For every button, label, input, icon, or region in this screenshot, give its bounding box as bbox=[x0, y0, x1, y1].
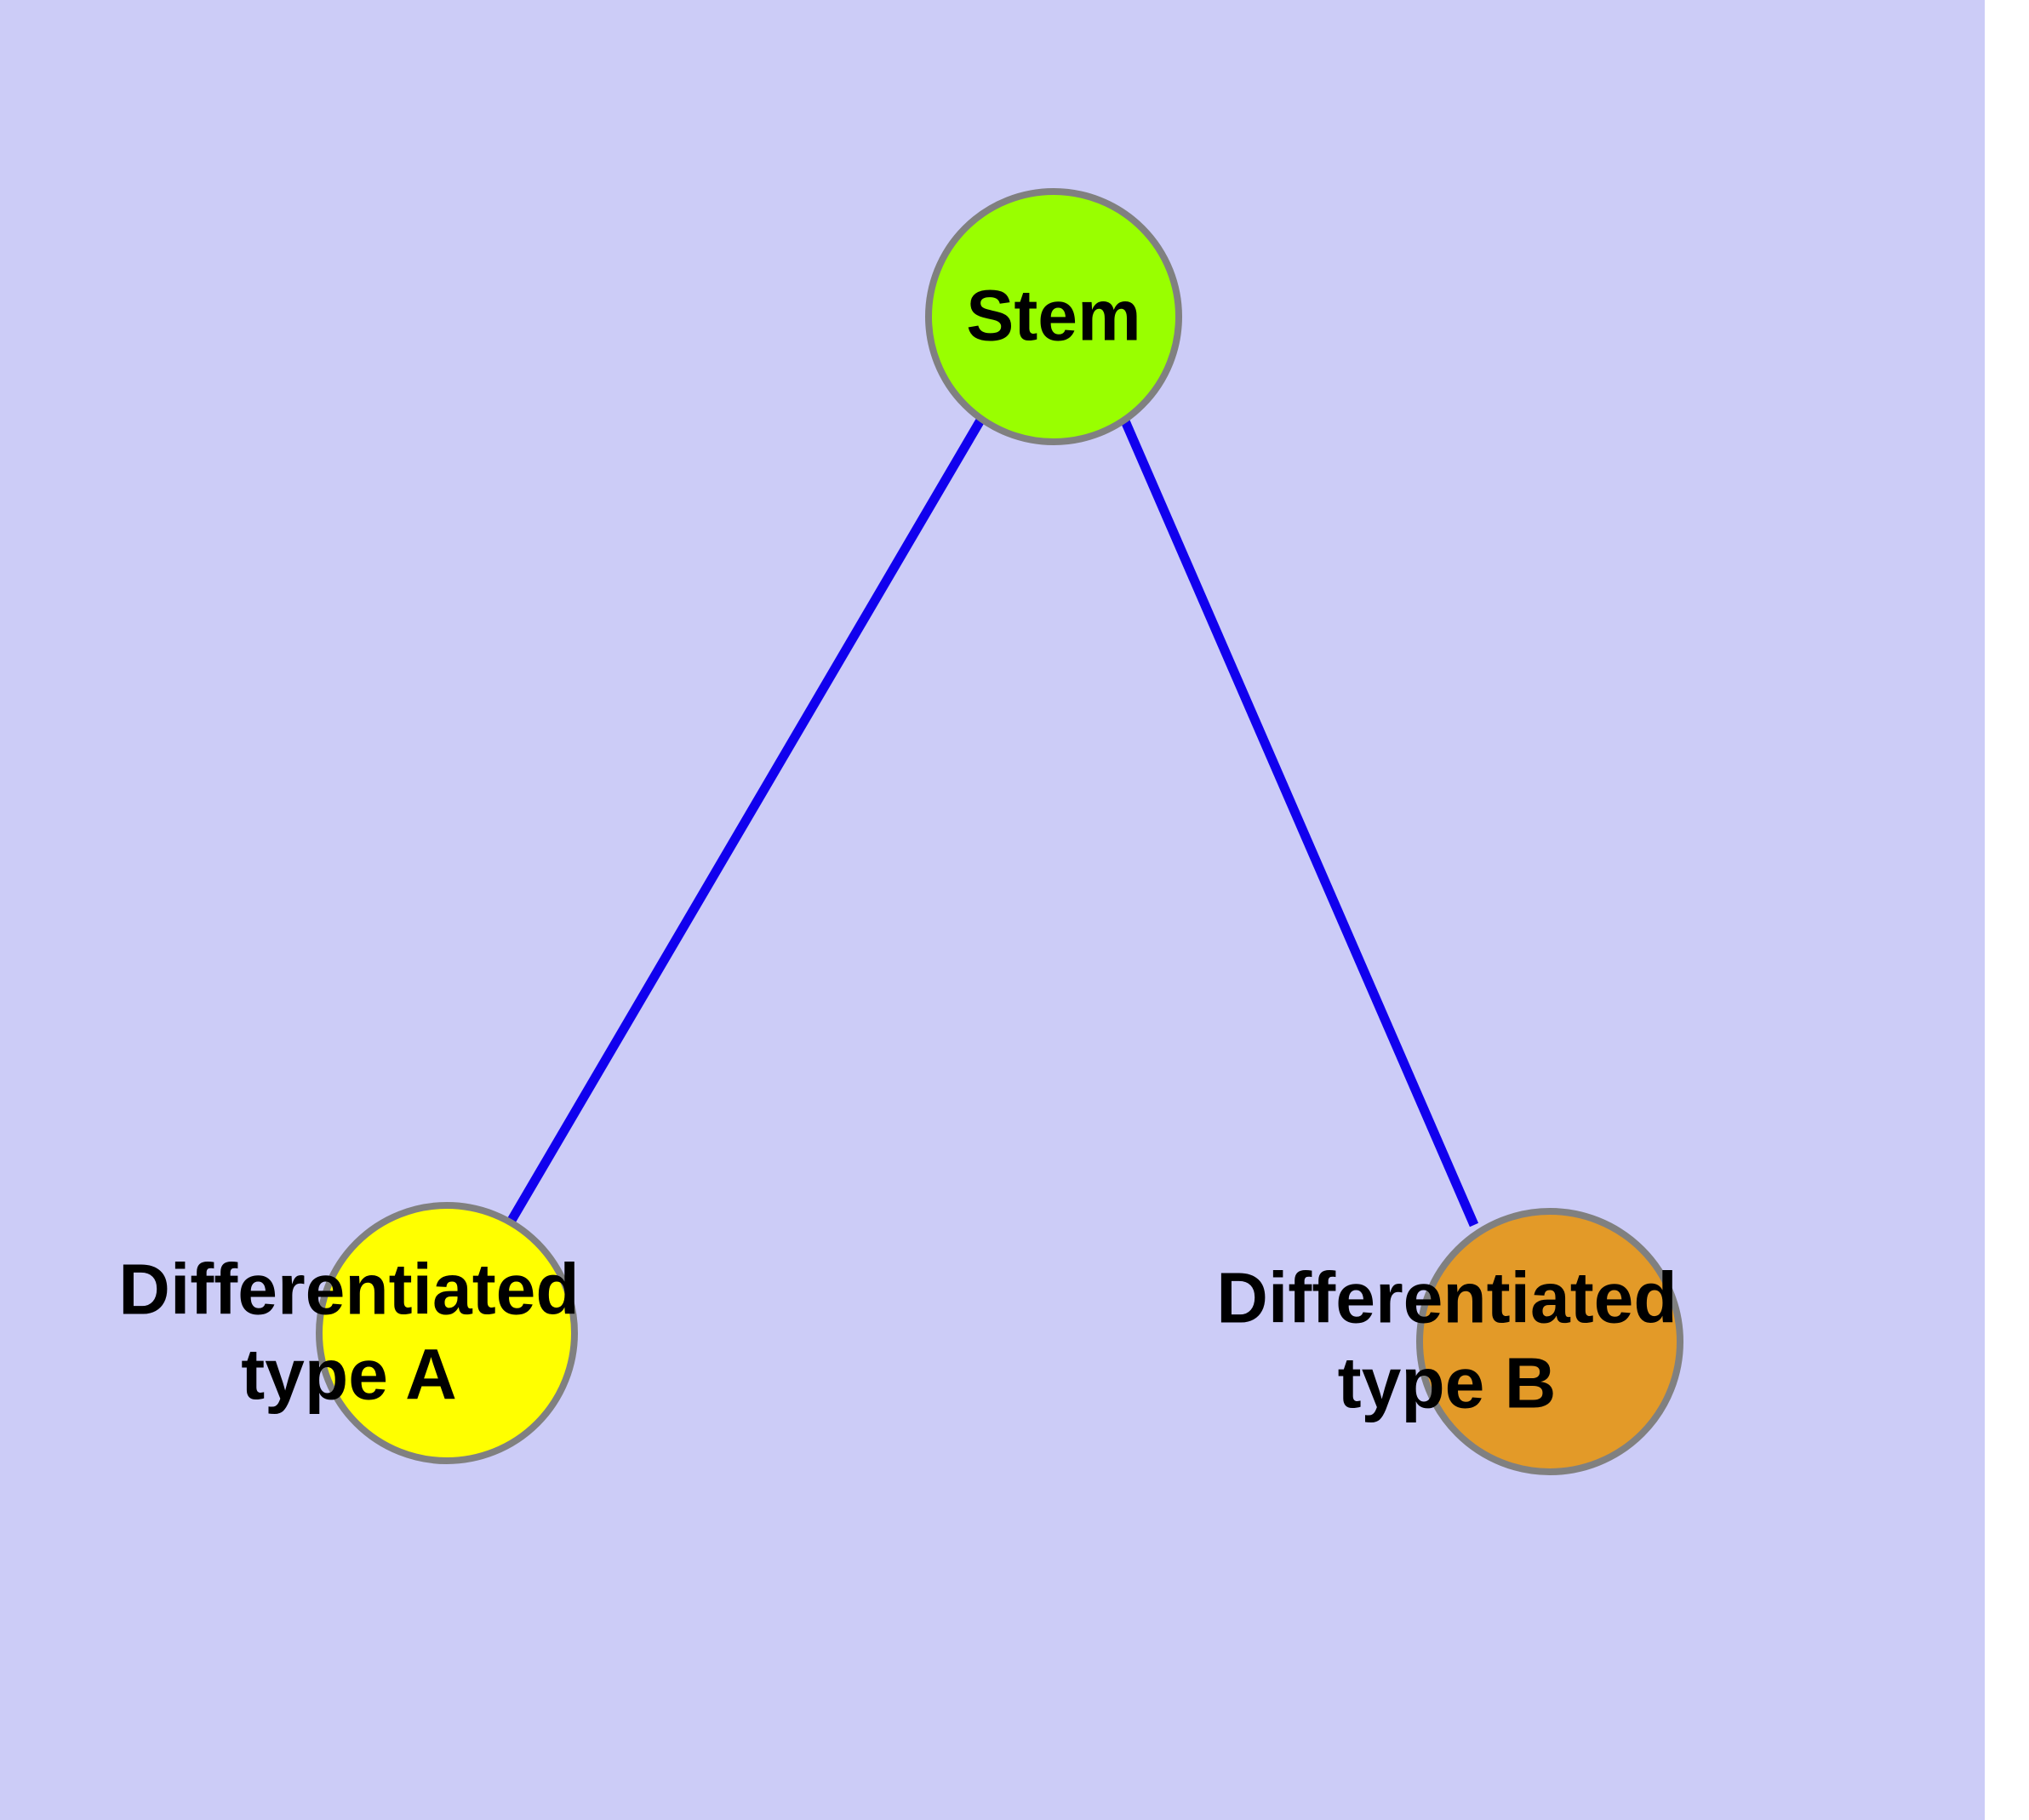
node-label-line: Stem bbox=[966, 276, 1140, 356]
nodes-layer bbox=[316, 188, 1683, 1475]
node-stem-label: Stem bbox=[966, 276, 1140, 356]
node-differentiated-type-b-circle[interactable] bbox=[1416, 1208, 1683, 1475]
edge-stem-to-differentiated-type-b[interactable] bbox=[1118, 415, 1479, 1228]
node-label-line: type B bbox=[1338, 1343, 1557, 1423]
edge-stem-to-differentiated-type-a[interactable] bbox=[506, 416, 986, 1226]
node-label-line: Differentiated bbox=[1216, 1258, 1677, 1338]
node-differentiated-type-a-circle[interactable] bbox=[316, 1202, 578, 1464]
node-label-line: Differentiated bbox=[118, 1250, 579, 1330]
node-stem-circle[interactable] bbox=[925, 188, 1182, 445]
edges-layer bbox=[506, 415, 1479, 1228]
node-label-line: type A bbox=[241, 1335, 457, 1415]
